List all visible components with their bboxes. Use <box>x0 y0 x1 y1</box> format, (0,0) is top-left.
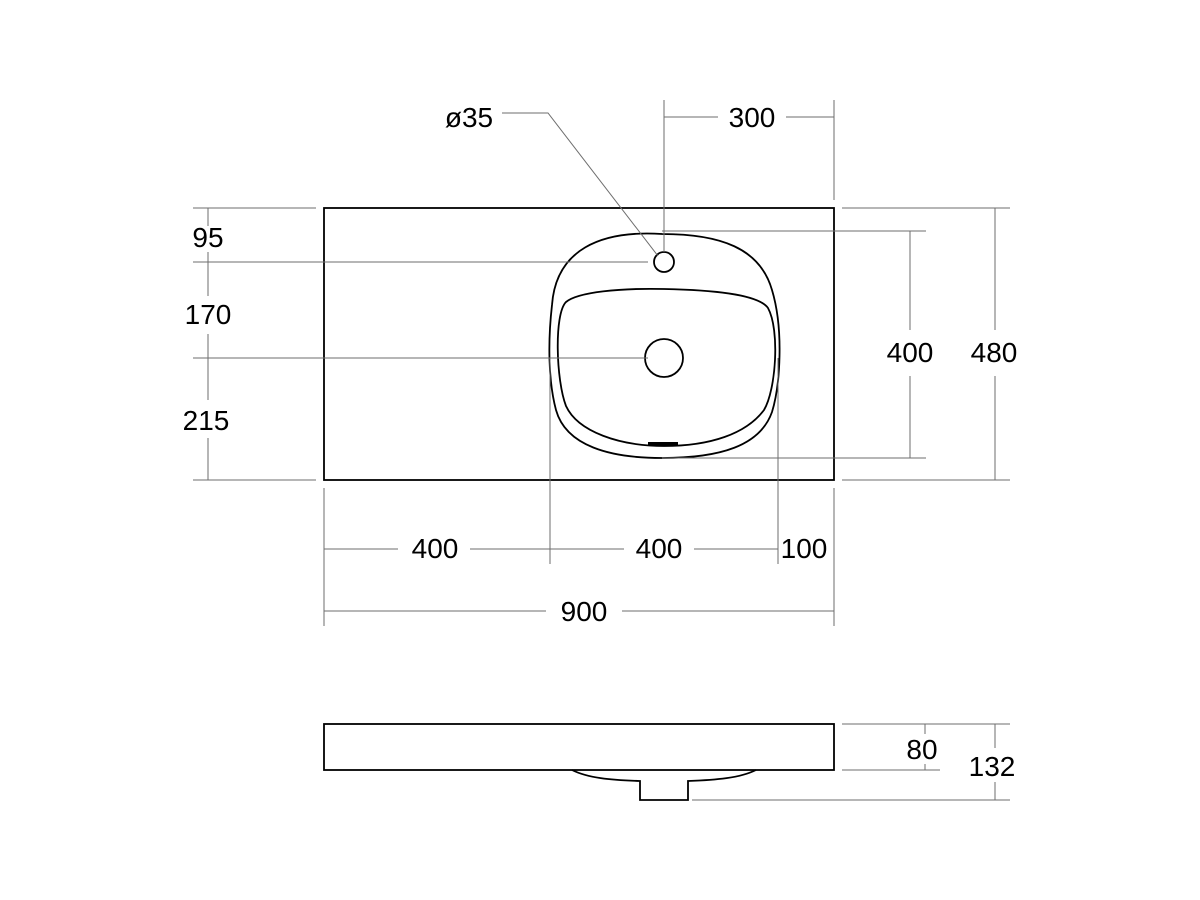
basin-inner-bowl <box>556 287 777 447</box>
tap-offset-dimension: 300 <box>663 100 835 252</box>
right-vertical-dimensions: 400 480 <box>662 207 1018 481</box>
basin-underside <box>571 769 757 801</box>
left-deck-label: 400 <box>412 533 459 564</box>
bowl-width-label: 400 <box>636 533 683 564</box>
tap-offset-label: 300 <box>729 102 776 133</box>
front-elevation: 80 132 <box>323 723 1016 801</box>
total-height-label: 132 <box>969 751 1016 782</box>
left-vertical-dimensions: 95 170 215 <box>183 207 648 481</box>
right-deck-label: 100 <box>781 533 828 564</box>
top-to-tap-label: 95 <box>192 222 223 253</box>
plan-view: ø35 300 95 170 215 <box>183 100 1018 627</box>
bowl-height-label: 80 <box>906 734 937 765</box>
bowl-depth-label: 400 <box>887 337 934 368</box>
waste-to-front-label: 215 <box>183 405 230 436</box>
waste-outlet <box>644 338 684 378</box>
tap-hole-callout: ø35 <box>445 102 659 257</box>
tap-hole-label: ø35 <box>445 102 493 133</box>
tap-to-waste-label: 170 <box>185 299 232 330</box>
overflow-slot <box>648 442 678 446</box>
vanity-top-front <box>323 723 835 771</box>
height-dimensions: 80 132 <box>692 723 1016 801</box>
basin-outer-rim <box>548 232 781 459</box>
total-width-label: 900 <box>561 596 608 627</box>
total-depth-label: 480 <box>971 337 1018 368</box>
bottom-horizontal-dimensions: 400 400 100 900 <box>323 358 835 627</box>
vanity-top-outline <box>323 207 835 481</box>
